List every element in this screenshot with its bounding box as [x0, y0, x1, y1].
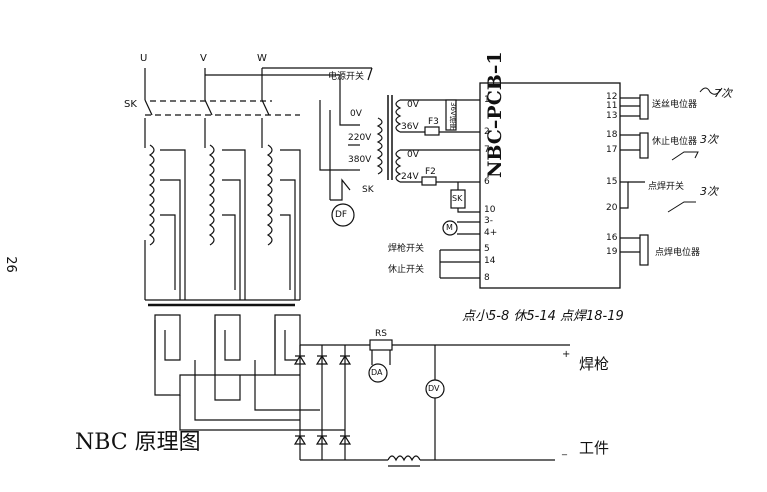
pcb-pin-18: 18 [606, 130, 618, 140]
pcb-pin-1: 1 [484, 95, 490, 105]
handwritten-note-3: 3次 [700, 185, 718, 198]
ammeter-da-label: DA [371, 368, 383, 377]
minus-terminal: _ [562, 445, 567, 456]
pcb-pin-10: 10 [484, 205, 496, 215]
aux-0v-label: 0V [350, 109, 362, 119]
sk-aux-label: SK [362, 185, 374, 195]
coil-winding [148, 144, 155, 246]
pcb-pin-12: 12 [606, 92, 618, 102]
phase-u-label: U [140, 53, 148, 64]
spot-switch-label: 点焊开关 [648, 182, 685, 192]
pcb-pin-6: 6 [484, 177, 490, 187]
pcb-pin-15: 15 [606, 177, 618, 187]
handwritten-squiggle-2 [671, 151, 699, 161]
phase-v-label: V [200, 53, 207, 64]
socket-36v-label: 36V插座 [449, 102, 457, 130]
handwritten-note-2: 3次 [700, 133, 718, 146]
pcb-pin-4: 4+ [484, 228, 498, 238]
torch-switch-label: 焊枪开关 [388, 244, 425, 254]
pcb-pin-8: 8 [484, 273, 490, 283]
df-motor-label: DF [335, 210, 348, 220]
t1-36v-label: 36V [401, 122, 419, 132]
rest-switch-label: 休止开关 [388, 265, 425, 275]
voltmeter-dv-label: DV [428, 384, 440, 393]
pcb-pin-20: 20 [606, 203, 618, 213]
spot-pot-label: 点焊电位器 [655, 248, 701, 258]
coil-winding [208, 144, 215, 246]
secondary-wiring [154, 320, 345, 431]
aux-secondary-36v [395, 99, 402, 133]
handwritten-squiggle-3 [667, 201, 696, 213]
t2-0v-label: 0V [407, 150, 419, 160]
main-transformer-secondary [154, 314, 301, 361]
secondary-coil [154, 314, 181, 361]
secondary-coil [214, 314, 241, 361]
wire-feed-pot-label: 送丝电位器 [652, 100, 698, 110]
phase-lines [144, 67, 372, 100]
sk-top-label: SK [124, 99, 137, 110]
phase-w-label: W [257, 53, 267, 64]
workpiece-label: 工件 [579, 439, 610, 457]
aux-transformer-primary [376, 117, 383, 175]
aux-wiring [400, 99, 480, 279]
rest-pot-label: 休止电位器 [652, 137, 698, 147]
df-motor [331, 203, 355, 227]
pcb-pin-3: 3- [484, 216, 493, 226]
pcb-pin-13: 13 [606, 111, 618, 121]
aux-380v-label: 380V [348, 155, 372, 165]
aux-secondary-24v [395, 149, 402, 183]
power-switch-wiring [319, 67, 373, 201]
tap-lines [144, 149, 301, 301]
handwritten-bottom-note: 点小5-8 休5-14 点焊18-19 [462, 309, 624, 324]
torch-label: 焊枪 [579, 355, 610, 373]
plus-terminal: + [562, 349, 571, 360]
page-title: NBC 原理图 [75, 430, 201, 455]
page-number: 26 [2, 256, 18, 273]
right-control-wiring [620, 94, 649, 266]
motor-m-label: M [446, 223, 453, 232]
pcb-pin-19: 19 [606, 247, 618, 257]
aux-220v-label: 220V [348, 133, 372, 143]
handwritten-squiggle-1 [699, 87, 723, 95]
pcb-board [479, 82, 621, 289]
t2-24v-label: 24V [401, 172, 419, 182]
pcb-pin-2: 2 [484, 127, 490, 137]
pcb-name: NBC–PCB–1 [484, 51, 506, 178]
coil-winding [266, 144, 273, 246]
pcb-pin-7: 7 [484, 145, 490, 155]
handwritten-note-1: 7次 [714, 87, 732, 100]
pcb-pin-11: 11 [606, 101, 618, 111]
t1-0v-label: 0V [407, 100, 419, 110]
sk-relay-label: SK [452, 194, 463, 203]
fuse-f3-label: F3 [428, 117, 439, 127]
fuse-f2-label: F2 [425, 167, 436, 177]
shunt-rs-label: RS [375, 329, 387, 339]
main-transformer-primary [148, 144, 273, 246]
output-circuit [345, 339, 570, 461]
pcb-pin-17: 17 [606, 145, 618, 155]
pcb-pin-14: 14 [484, 256, 496, 266]
output-reactor [387, 455, 421, 462]
power-switch-label: 电源开关 [328, 72, 365, 82]
pcb-pin-16: 16 [606, 233, 618, 243]
secondary-coil [274, 314, 301, 361]
pcb-pin-5: 5 [484, 244, 490, 254]
sk-switch [144, 99, 300, 148]
rectifier-wiring [299, 344, 346, 461]
